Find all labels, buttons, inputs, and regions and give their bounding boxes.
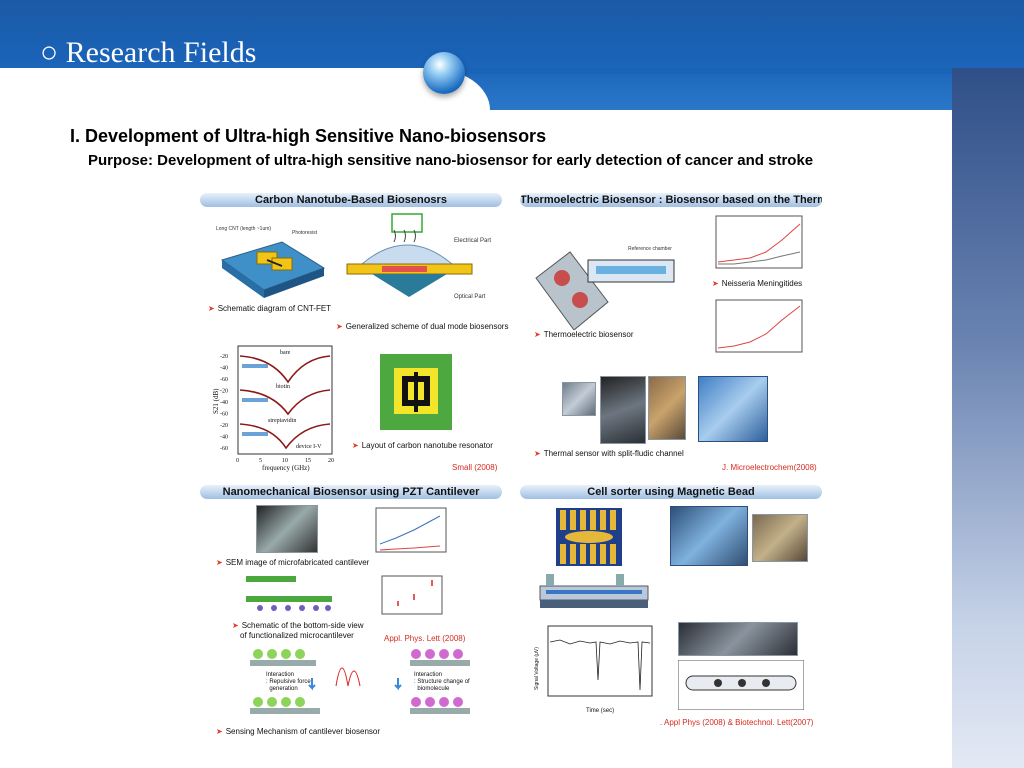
s21-frequency-plot: -20 -40 -60 -20 -40 -60 -20 -40 -60 0 5 10 15 20 bar… xyxy=(212,345,334,472)
section-heading: I. Development of Ultra-high Sensitive N… xyxy=(70,126,547,146)
chip-channel-diagram xyxy=(678,660,804,710)
cantilever-shift-plot xyxy=(375,507,447,553)
caption-neisseria: ➤Neisseria Meningitides xyxy=(712,279,802,288)
cell-sorter-cross-section xyxy=(539,574,649,608)
plot-xlabel: frequency (GHz) xyxy=(262,464,310,472)
caption-thermoelectric: ➤Thermoelectric biosensor xyxy=(534,330,634,339)
thermal-sensor-photo-3 xyxy=(648,376,686,440)
xtick-label: 15 xyxy=(305,458,311,464)
caption-arrow-icon: ➤ xyxy=(232,621,239,630)
thermal-sensor-photo-1 xyxy=(562,382,596,416)
reference-thermo: J. Microelectrochem(2008) xyxy=(722,463,817,472)
plot-ylabel: S21 (dB) xyxy=(212,388,220,414)
cantilever-response-plot xyxy=(381,575,443,615)
reference-pzt: Appl. Phys. Lett (2008) xyxy=(384,634,466,643)
magnetic-bead-chip-figure xyxy=(556,508,622,566)
caption-bottom-view-2: of functionalized microcantilever xyxy=(240,631,354,640)
panel-title-thermo: Thermoelectric Biosensor : Biosensor bas… xyxy=(520,193,822,207)
plot-label-bare: bare xyxy=(280,350,291,356)
dual-mode-scheme-figure: Electrical Part Optical Part xyxy=(346,213,491,300)
mechanism-right-label: Interaction : Structure change of biomol… xyxy=(414,672,470,692)
thermal-sensor-photo-2 xyxy=(600,376,646,444)
reference-cell: . Appl Phys (2008) & Biotechnol. Lett(20… xyxy=(660,718,814,727)
ytick-label: -20 xyxy=(220,389,228,395)
caption-resonator: ➤Layout of carbon nanotube resonator xyxy=(352,441,493,450)
mechanism-left-label: Interaction : Repulsive force generation xyxy=(266,672,311,692)
ytick-label: -40 xyxy=(220,366,228,372)
cnt-resonator-layout-figure xyxy=(380,354,452,430)
caption-sem: ➤SEM image of microfabricated cantilever xyxy=(216,558,369,567)
caption-arrow-icon: ➤ xyxy=(534,330,541,339)
xtick-label: 0 xyxy=(236,458,239,464)
cell-sorter-setup-photo xyxy=(670,506,748,566)
slide-title: ○ Research Fields xyxy=(40,36,257,69)
caption-text: Sensing Mechanism of cantilever biosenso… xyxy=(225,727,381,736)
svg-text:Reference chamber: Reference chamber xyxy=(628,246,672,252)
orb-decoration-icon xyxy=(423,52,465,94)
purpose-text: Purpose: Development of ultra-high sensi… xyxy=(88,152,814,169)
caption-text: Schematic of the bottom-side view xyxy=(241,621,364,630)
microfluidic-chip-photo xyxy=(678,622,798,656)
caption-text: Schematic diagram of CNT-FET xyxy=(217,304,332,313)
caption-arrow-icon: ➤ xyxy=(336,322,343,331)
sensing-mechanism-figure xyxy=(250,649,470,714)
caption-arrow-icon: ➤ xyxy=(208,304,215,313)
xtick-label: 20 xyxy=(328,458,334,464)
functionalized-cantilever-schematic xyxy=(246,576,332,611)
svg-text:Electrical Part: Electrical Part xyxy=(454,238,491,244)
svg-text:Optical Part: Optical Part xyxy=(454,294,486,300)
ytick-label: -40 xyxy=(220,400,228,406)
signal-voltage-plot: Time (sec) Signal Voltage (μV) xyxy=(534,625,653,714)
header-band xyxy=(0,68,1024,74)
panel-title-cell: Cell sorter using Magnetic Bead xyxy=(520,485,822,499)
sem-cantilever-photo xyxy=(256,505,318,553)
caption-cnt-fet: ➤Schematic diagram of CNT-FET xyxy=(208,304,331,313)
ytick-label: -40 xyxy=(220,435,228,441)
cell-plot-ylabel: Signal Voltage (μV) xyxy=(534,647,540,690)
cnt-fet-schematic-figure: Long CNT (length ~1um) Photoresist xyxy=(216,226,326,298)
caption-text: Thermal sensor with split-fludic channel xyxy=(543,449,684,458)
panel-title-pzt: Nanomechanical Biosensor using PZT Canti… xyxy=(200,485,502,499)
caption-text: Generalized scheme of dual mode biosenso… xyxy=(345,322,509,331)
plot-label-biotin: biotin xyxy=(276,384,290,390)
ytick-label: -60 xyxy=(220,446,228,452)
ytick-label: -60 xyxy=(220,412,228,418)
cell-plot-xlabel: Time (sec) xyxy=(586,708,614,714)
caption-dual-mode: ➤Generalized scheme of dual mode biosens… xyxy=(336,322,508,331)
svg-text:Long CNT (length ~1um): Long CNT (length ~1um) xyxy=(216,226,271,232)
caption-arrow-icon: ➤ xyxy=(712,279,719,288)
caption-arrow-icon: ➤ xyxy=(534,449,541,458)
caption-arrow-icon: ➤ xyxy=(352,441,359,450)
svg-text:Photoresist: Photoresist xyxy=(292,230,318,236)
plot-label-streptavidin: streptavidin xyxy=(268,418,296,424)
plot-label-device: device I-V xyxy=(296,444,322,450)
caption-sensing-mechanism: ➤Sensing Mechanism of cantilever biosens… xyxy=(216,727,380,736)
xtick-label: 10 xyxy=(282,458,288,464)
ytick-label: -60 xyxy=(220,377,228,383)
chip-holder-photo xyxy=(752,514,808,562)
neisseria-plot-1 xyxy=(715,215,803,269)
ytick-label: -20 xyxy=(220,354,228,360)
panel-title-cnt: Carbon Nanotube-Based Biosenosrs xyxy=(200,193,502,207)
caption-text: Thermoelectric biosensor xyxy=(543,330,634,339)
caption-text: Layout of carbon nanotube resonator xyxy=(361,441,493,450)
header-curve xyxy=(0,68,490,110)
caption-arrow-icon: ➤ xyxy=(216,558,223,567)
reference-cnt: Small (2008) xyxy=(452,463,498,472)
xtick-label: 5 xyxy=(259,458,262,464)
right-gradient-strip xyxy=(952,68,1024,768)
ytick-label: -20 xyxy=(220,423,228,429)
split-fluidic-chip-photo xyxy=(698,376,768,442)
caption-arrow-icon: ➤ xyxy=(216,727,223,736)
caption-text: Neisseria Meningitides xyxy=(721,279,803,288)
caption-thermal-sensor: ➤Thermal sensor with split-fludic channe… xyxy=(534,449,684,458)
thermoelectric-biosensor-figure: Reference chamber xyxy=(535,246,675,330)
caption-text: SEM image of microfabricated cantilever xyxy=(225,558,370,567)
caption-bottom-view: ➤Schematic of the bottom-side view xyxy=(232,621,364,630)
neisseria-plot-2 xyxy=(715,299,803,353)
